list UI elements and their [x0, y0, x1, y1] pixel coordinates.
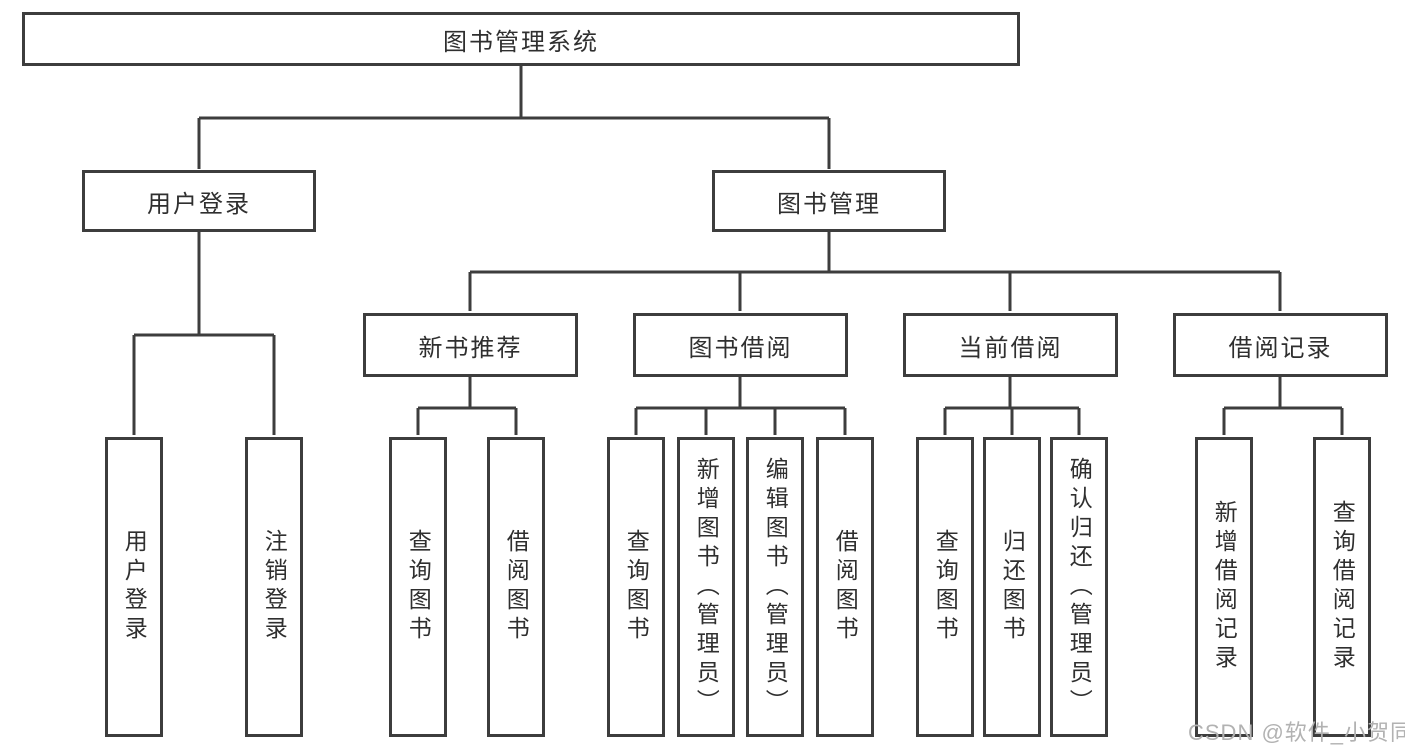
node-user-login: 用户登录	[82, 170, 316, 232]
leaf-query-books-borrowing: 查询图书	[607, 437, 665, 737]
leaf-query-books-current: 查询图书	[916, 437, 974, 737]
leaf-confirm-return-admin: 确认归还（管理员）	[1050, 437, 1108, 737]
leaf-label: 确认归还（管理员）	[1066, 456, 1093, 718]
node-new-book-recommendation: 新书推荐	[363, 313, 578, 377]
node-library-system: 图书管理系统	[22, 12, 1020, 66]
leaf-label: 新增借阅记录	[1211, 500, 1238, 674]
leaf-label: 查询图书	[623, 529, 650, 645]
leaf-query-books-recommendation: 查询图书	[389, 437, 447, 737]
leaf-return-books: 归还图书	[983, 437, 1041, 737]
connector-borrowing-records-children	[1222, 377, 1344, 435]
leaf-label: 注销登录	[261, 529, 288, 645]
leaf-label: 借阅图书	[503, 529, 530, 645]
leaf-label: 借阅图书	[832, 529, 859, 645]
node-book-borrowing: 图书借阅	[633, 313, 848, 377]
csdn-watermark: CSDN @软件_小贺同学	[1188, 720, 1405, 745]
leaf-borrow-books-borrowing: 借阅图书	[816, 437, 874, 737]
leaf-label: 用户登录	[121, 529, 148, 645]
connector-root-to-level1	[197, 66, 831, 169]
leaf-label: 新增图书（管理员）	[693, 456, 720, 718]
connector-current-borrowing-children	[943, 377, 1081, 435]
leaf-label: 查询图书	[405, 529, 432, 645]
node-borrowing-records: 借阅记录	[1173, 313, 1388, 377]
node-book-management: 图书管理	[712, 170, 946, 232]
node-current-borrowing: 当前借阅	[903, 313, 1118, 377]
leaf-query-borrow-record: 查询借阅记录	[1313, 437, 1371, 737]
leaf-label: 归还图书	[999, 529, 1026, 645]
leaf-add-book-admin: 新增图书（管理员）	[677, 437, 735, 737]
leaf-borrow-books-recommendation: 借阅图书	[487, 437, 545, 737]
connector-new-book-recommendation-children	[416, 377, 518, 435]
leaf-logout: 注销登录	[245, 437, 303, 737]
connector-user-login-children	[132, 232, 276, 435]
leaf-label: 查询图书	[932, 529, 959, 645]
leaf-label: 查询借阅记录	[1329, 500, 1356, 674]
connector-book-management-children	[468, 232, 1282, 311]
leaf-user-login: 用户登录	[105, 437, 163, 737]
leaf-edit-book-admin: 编辑图书（管理员）	[746, 437, 804, 737]
leaf-label: 编辑图书（管理员）	[762, 456, 789, 718]
connector-book-borrowing-children	[634, 377, 847, 435]
leaf-add-borrow-record: 新增借阅记录	[1195, 437, 1253, 737]
